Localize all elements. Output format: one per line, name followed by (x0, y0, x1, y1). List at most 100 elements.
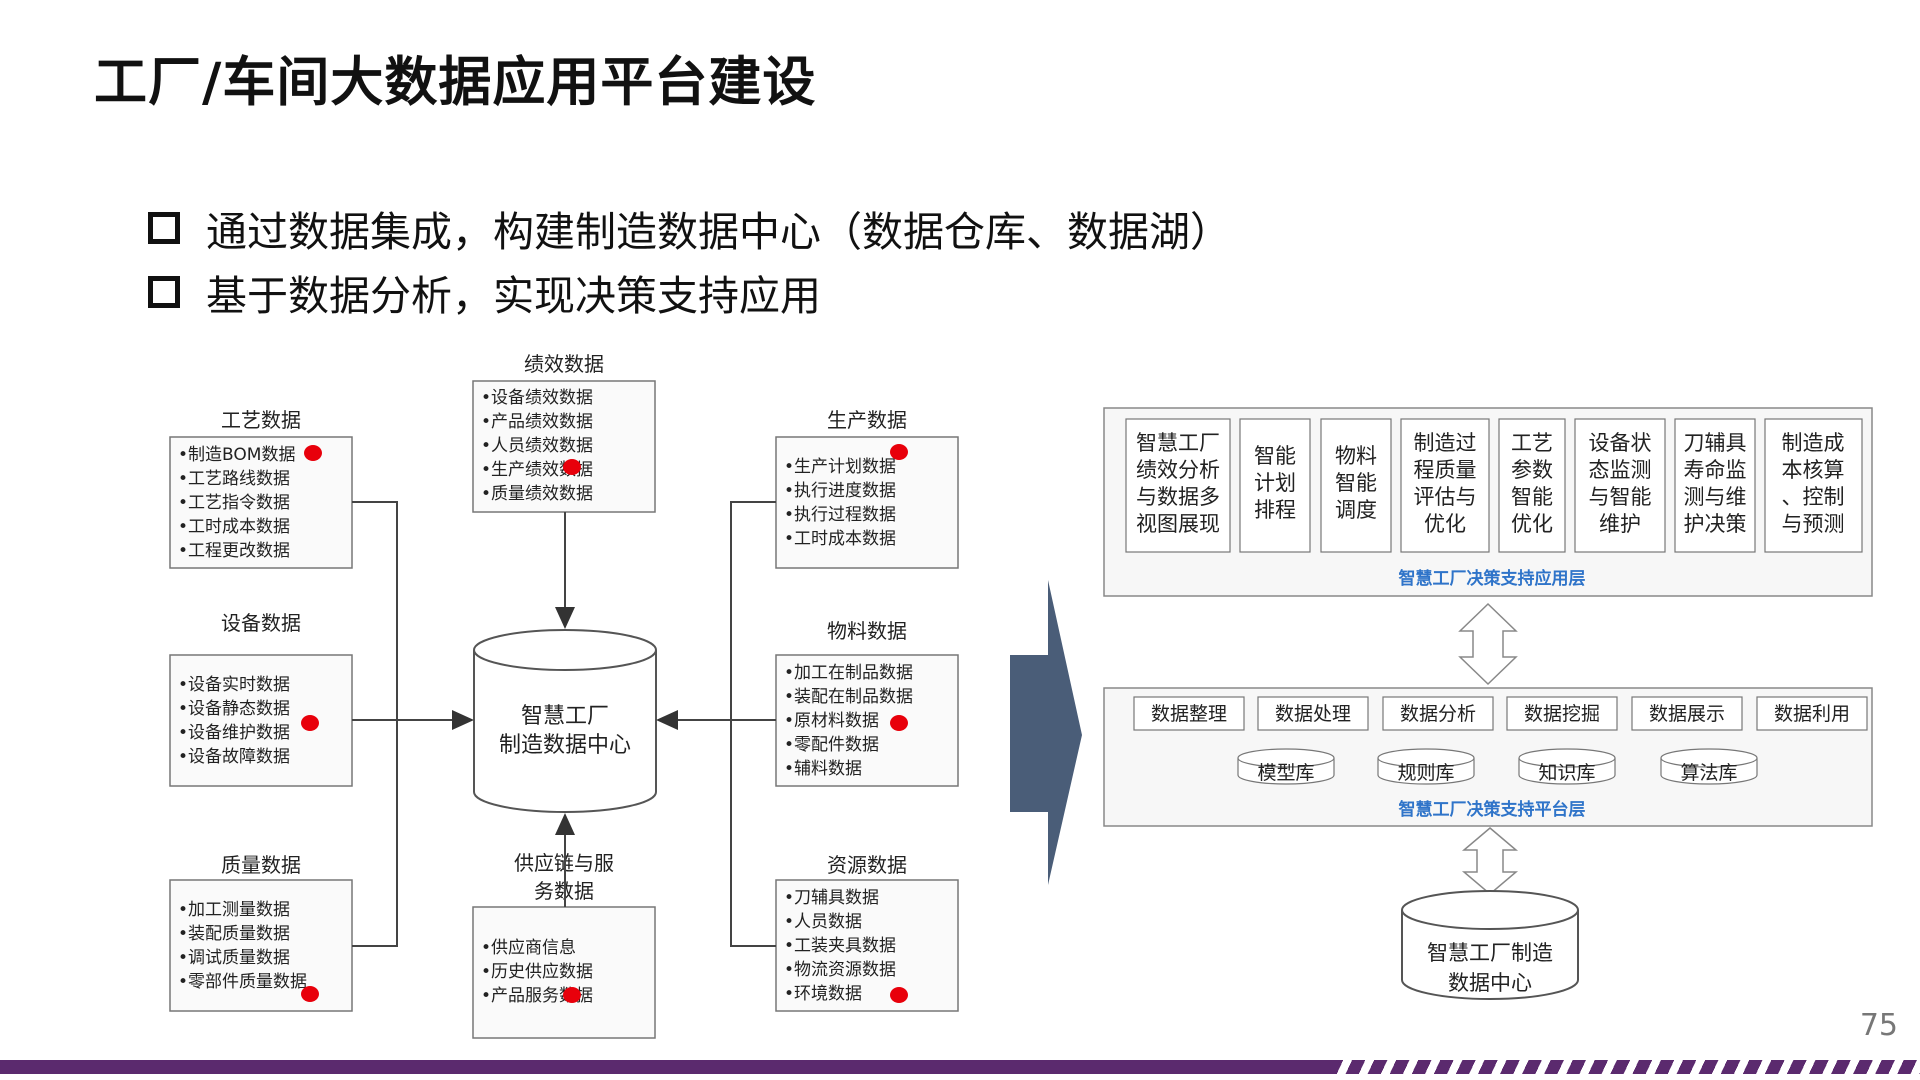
list-item: •执行过程数据 (784, 505, 896, 525)
central-datacenter-cylinder: 智慧工厂 制造数据中心 (473, 629, 657, 813)
list-item: •执行进度数据 (784, 481, 896, 501)
platform-layer-label: 智慧工厂决策支持平台层 (1399, 799, 1586, 820)
red-marker-dots (301, 444, 908, 1003)
red-marker-dot (890, 444, 908, 460)
group-list-jixiao: •设备绩效数据 •产品绩效数据 •人员绩效数据 •生产绩效数据 •质量绩效数据 (481, 388, 593, 504)
central-label-line1: 智慧工厂 (521, 704, 609, 729)
group-title-wuliao: 物料数据 (827, 619, 907, 643)
app-module: 制造过 程质量 评估与 优化 (1400, 418, 1490, 553)
connector-lines (352, 501, 776, 947)
bullet-text: 通过数据集成，构建制造数据中心（数据仓库、数据湖） (206, 208, 1231, 256)
list-item: •工时成本数据 (178, 517, 290, 537)
list-item: •装配质量数据 (178, 924, 290, 944)
app-module-line: 程质量 (1414, 458, 1477, 482)
library-label: 算法库 (1680, 762, 1737, 784)
app-module-line: 智能 (1335, 471, 1377, 495)
app-module-line: 与数据多 (1136, 485, 1220, 509)
platform-function: 数据分析 (1400, 703, 1476, 725)
app-module-line: 刀辅具 (1684, 431, 1747, 455)
slide-title: 工厂/车间大数据应用平台建设 (94, 52, 817, 113)
app-module-line: 参数 (1511, 458, 1553, 482)
group-title-jixiao: 绩效数据 (524, 352, 604, 376)
list-item: •刀辅具数据 (784, 888, 879, 908)
double-arrow-lower (1461, 827, 1519, 895)
group-box-ziyuan (775, 879, 959, 1012)
app-module-line: 本核算 (1782, 458, 1845, 482)
app-module: 智慧工厂 绩效分析 与数据多 视图展现 (1125, 418, 1231, 553)
app-module-line: 护决策 (1684, 512, 1747, 536)
group-list-gongying: •供应商信息 •历史供应数据 •产品服务数据 (481, 938, 593, 1006)
list-item: •加工测量数据 (178, 900, 290, 920)
list-item: •物流资源数据 (784, 960, 896, 980)
app-module-line: 评估与 (1414, 485, 1477, 509)
list-item: •制造BOM数据 (178, 445, 295, 465)
app-module-line: 优化 (1424, 512, 1466, 536)
right-layers-diagram: 智慧工厂 绩效分析 与数据多 视图展现 智能 计划 排程 物料 智能 调度 制造… (1103, 407, 1873, 1000)
app-module-line: 制造成 (1782, 431, 1845, 455)
library-cylinder: 模型库 (1237, 748, 1335, 785)
group-list-gongyi: •制造BOM数据 •工艺路线数据 •工艺指令数据 •工时成本数据 •工程更改数据 (178, 445, 295, 561)
app-module: 刀辅具 寿命监 测与维 护决策 (1674, 418, 1756, 553)
left-data-sources-diagram: 工艺数据 •制造BOM数据 •工艺路线数据 •工艺指令数据 •工时成本数据 •工… (169, 352, 959, 1039)
library-cylinder: 知识库 (1518, 748, 1616, 785)
page-number: 75 (1859, 1008, 1898, 1043)
bullet-item: 基于数据分析，实现决策支持应用 (148, 260, 1231, 324)
list-item: •设备维护数据 (178, 723, 290, 743)
group-box-gongyi (169, 436, 353, 569)
red-marker-dot (301, 715, 319, 731)
app-module-line: 智慧工厂 (1136, 431, 1220, 455)
group-title-shebei: 设备数据 (221, 611, 301, 635)
list-item: •工时成本数据 (784, 529, 896, 549)
group-list-shengchan: •生产计划数据 •执行进度数据 •执行过程数据 •工时成本数据 (784, 457, 896, 549)
list-item: •设备绩效数据 (481, 388, 593, 408)
list-item: •设备静态数据 (178, 699, 290, 719)
app-module-line: 绩效分析 (1136, 458, 1220, 482)
app-module-line: 优化 (1511, 512, 1553, 536)
group-box-shebei (169, 654, 353, 787)
app-module-line: 制造过 (1414, 431, 1477, 455)
library-cylinder: 算法库 (1660, 748, 1758, 785)
list-item: •原材料数据 (784, 711, 879, 731)
group-list-wuliao: •加工在制品数据 •装配在制品数据 •原材料数据 •零配件数据 •辅料数据 (784, 663, 913, 779)
app-module-line: 工艺 (1511, 431, 1553, 455)
list-item: •产品绩效数据 (481, 412, 593, 432)
group-title-gongyi: 工艺数据 (221, 408, 301, 432)
app-module: 智能 计划 排程 (1239, 418, 1311, 553)
group-list-zhiliang: •加工测量数据 •装配质量数据 •调试质量数据 •零部件质量数据 (178, 900, 307, 992)
app-module-line: 测与维 (1684, 485, 1747, 509)
group-box-wuliao (775, 654, 959, 787)
group-title-zhiliang: 质量数据 (221, 853, 301, 877)
list-item: •工艺路线数据 (178, 469, 290, 489)
app-module-line: 态监测 (1589, 458, 1652, 482)
app-module-line: 维护 (1599, 512, 1641, 536)
platform-function-list: 数据整理 数据处理 数据分析 数据挖掘 数据展示 数据利用 (1133, 696, 1868, 731)
square-bullet-icon (148, 276, 180, 308)
platform-library-list: 模型库 规则库 知识库 算法库 (1237, 748, 1758, 785)
bullet-text: 基于数据分析，实现决策支持应用 (206, 272, 821, 320)
list-item: •工程更改数据 (178, 541, 290, 561)
list-item: •工艺指令数据 (178, 493, 290, 513)
library-label: 规则库 (1397, 762, 1454, 784)
list-item: •历史供应数据 (481, 962, 593, 982)
central-label-line2: 制造数据中心 (499, 733, 631, 758)
group-title-ziyuan: 资源数据 (827, 853, 907, 877)
list-item: •辅料数据 (784, 759, 862, 779)
bullet-list: 通过数据集成，构建制造数据中心（数据仓库、数据湖） 基于数据分析，实现决策支持应… (148, 196, 1231, 324)
list-item: •加工在制品数据 (784, 663, 913, 683)
app-module: 设备状 态监测 与智能 维护 (1574, 418, 1666, 553)
app-module-list: 智慧工厂 绩效分析 与数据多 视图展现 智能 计划 排程 物料 智能 调度 制造… (1125, 418, 1863, 553)
red-marker-dot (304, 445, 322, 461)
square-bullet-icon (148, 212, 180, 244)
footer-stripes (1330, 1060, 1920, 1074)
group-box-gongying (472, 906, 656, 1039)
datacenter-label-line1: 智慧工厂制造 (1427, 941, 1553, 965)
group-list-ziyuan: •刀辅具数据 •人员数据 •工装夹具数据 •物流资源数据 •环境数据 (784, 888, 896, 1004)
double-arrow-upper (1458, 602, 1518, 686)
list-item: •装配在制品数据 (784, 687, 913, 707)
red-marker-dot (301, 986, 319, 1002)
app-module: 工艺 参数 智能 优化 (1498, 418, 1566, 553)
red-marker-dot (890, 987, 908, 1003)
app-module-line: 计划 (1254, 471, 1296, 495)
app-module-line: 物料 (1335, 444, 1377, 468)
